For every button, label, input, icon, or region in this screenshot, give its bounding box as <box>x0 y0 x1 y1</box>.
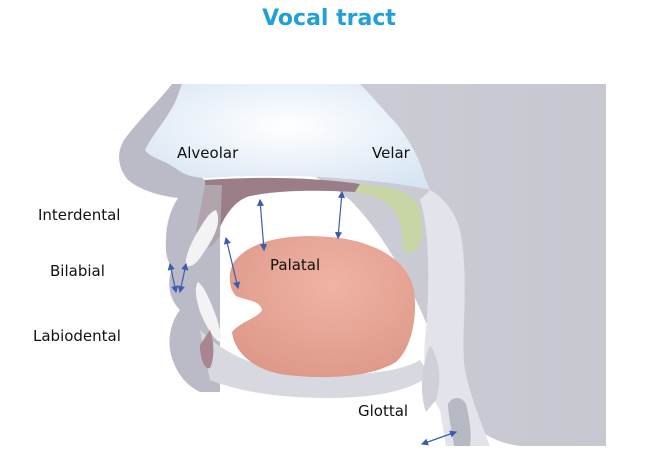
diagram-title: Vocal tract <box>262 6 396 31</box>
arrow-interdental <box>177 262 189 294</box>
upper-tooth <box>185 210 219 267</box>
arrow-velar <box>334 190 346 240</box>
arrow-alveolar <box>256 198 268 252</box>
mouth-floor <box>200 330 430 398</box>
tongue <box>229 236 416 378</box>
face-profile <box>119 84 220 392</box>
velum <box>355 184 423 253</box>
arrow-palatal <box>223 236 241 290</box>
arrow-bilabial <box>167 262 179 294</box>
head-silhouette <box>119 84 606 446</box>
nasal-cavity <box>145 84 430 190</box>
label-labiodental: Labiodental <box>33 327 121 345</box>
label-alveolar: Alveolar <box>177 144 239 162</box>
label-palatal: Palatal <box>270 256 321 274</box>
label-bilabial: Bilabial <box>50 262 105 280</box>
lower-lip <box>200 330 214 369</box>
lower-tooth <box>195 282 221 342</box>
label-glottal: Glottal <box>358 402 409 420</box>
arrow-glottal <box>420 430 458 446</box>
place-arrows <box>167 190 458 446</box>
label-interdental: Interdental <box>38 206 121 224</box>
label-velar: Velar <box>372 144 410 162</box>
larynx-wall <box>421 345 440 412</box>
hard-palate <box>205 177 360 232</box>
